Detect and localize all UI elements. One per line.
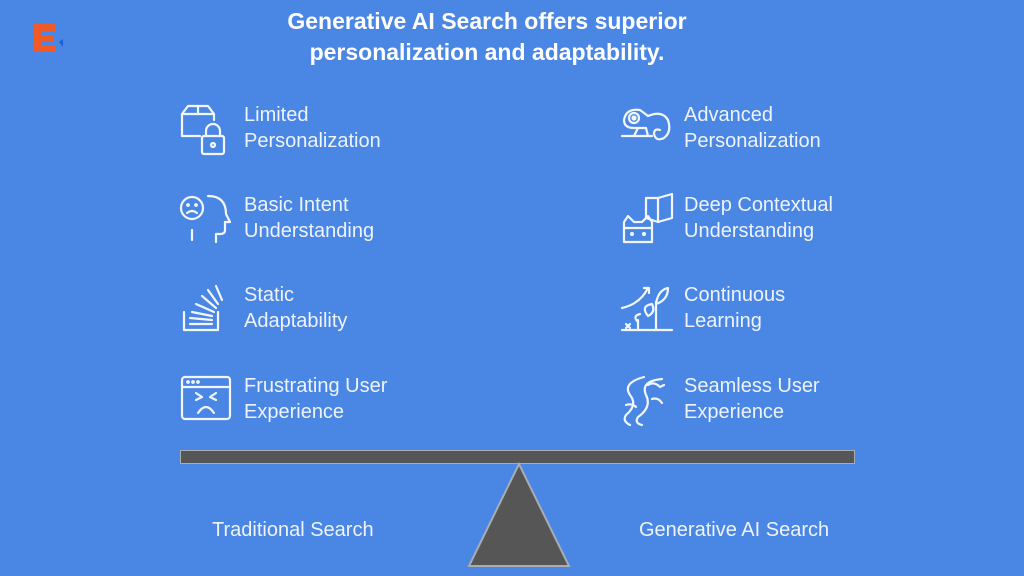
item-subtitle: Experience [684,401,785,423]
fulcrum-triangle-icon [467,462,571,567]
growing-plant-icon [618,282,674,338]
left-item-frustrating-experience: Frustrating User Experience [178,373,387,429]
item-title: Advanced [684,104,773,126]
item-title: Seamless User [684,375,820,397]
balance-beam [180,450,855,464]
item-subtitle: Learning [684,310,762,332]
item-subtitle: Understanding [684,220,815,242]
item-title: Continuous [684,284,786,306]
box-lock-icon [178,102,234,158]
sad-head-icon [178,192,234,248]
generative-ai-search-label: Generative AI Search [639,519,830,541]
right-item-continuous-learning: Continuous Learning [618,282,785,338]
item-title: Static [244,284,295,306]
brand-logo-icon [34,24,63,52]
brand-logo [30,20,66,56]
right-item-advanced-personalization: Advanced Personalization [618,102,821,158]
item-subtitle: Experience [244,401,345,423]
diagram-title: Generative AI Search offers superior per… [0,6,1024,68]
item-subtitle: Personalization [244,130,381,152]
right-item-seamless-experience: Seamless User Experience [618,373,820,429]
right-item-deep-contextual: Deep Contextual Understanding [618,192,833,248]
item-title: Limited [244,104,309,126]
chameleon-icon [618,102,674,158]
title-line-1: Generative AI Search offers superior [287,8,687,34]
title-line-2: personalization and adaptability. [309,39,665,65]
robot-book-icon [618,192,674,248]
item-subtitle: Adaptability [244,310,348,332]
winding-river-icon [618,373,674,429]
item-subtitle: Personalization [684,130,821,152]
item-title: Frustrating User [244,375,388,397]
left-item-static-adaptability: Static Adaptability [178,282,347,338]
item-title: Basic Intent [244,194,349,216]
static-tray-icon [178,282,234,338]
left-item-basic-intent: Basic Intent Understanding [178,192,374,248]
item-subtitle: Understanding [244,220,375,242]
angry-browser-icon [178,373,234,429]
traditional-search-label: Traditional Search [212,519,374,541]
left-item-limited-personalization: Limited Personalization [178,102,381,158]
item-title: Deep Contextual [684,194,833,216]
